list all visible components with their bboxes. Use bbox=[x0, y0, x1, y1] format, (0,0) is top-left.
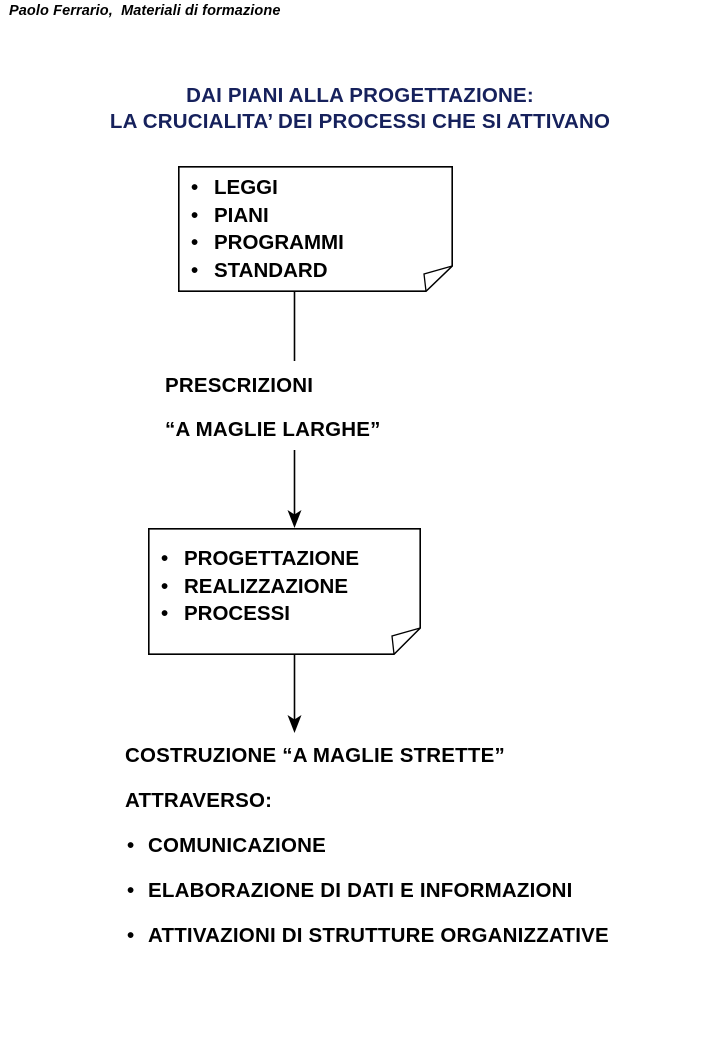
bullet-icon: • bbox=[161, 547, 169, 570]
outcome-bullet-list: • COMUNICAZIONE • ELABORAZIONE DI DATI E I… bbox=[125, 834, 705, 948]
list-item: • COMUNICAZIONE bbox=[125, 834, 705, 858]
bullet-icon: • bbox=[191, 258, 199, 282]
connector-arrowhead-2 bbox=[287, 510, 302, 528]
list-item: • PROGRAMMI bbox=[191, 229, 344, 257]
list-item: • PIANI bbox=[191, 202, 344, 230]
list-item: • ELABORAZIONE DI DATI E INFORMAZIONI bbox=[125, 879, 705, 903]
page-title: DAI PIANI ALLA PROGETTAZIONE: LA CRUCIAL… bbox=[0, 83, 720, 135]
list-item-label: REALIZZAZIONE bbox=[184, 574, 348, 598]
bullet-icon: • bbox=[127, 879, 135, 902]
list-item-label: ATTIVAZIONI DI STRUTTURE ORGANIZZATIVE bbox=[148, 924, 609, 947]
outcome-block: COSTRUZIONE “A MAGLIE STRETTE” ATTRAVERS… bbox=[125, 744, 705, 969]
bullet-icon: • bbox=[191, 176, 199, 199]
list-item: • PROGETTAZIONE bbox=[161, 545, 359, 573]
label-a-maglie-larghe: “A MAGLIE LARGHE” bbox=[165, 418, 381, 441]
bullet-icon: • bbox=[191, 231, 199, 254]
note-box-outline bbox=[148, 528, 421, 655]
list-item-label: PROGRAMMI bbox=[214, 231, 344, 254]
list-item: • ATTIVAZIONI DI STRUTTURE ORGANIZZATIVE bbox=[125, 924, 705, 948]
list-item-label: PIANI bbox=[214, 203, 269, 227]
list-item-label: PROCESSI bbox=[184, 602, 290, 625]
bullet-icon: • bbox=[161, 602, 169, 625]
page-title-line-1: DAI PIANI ALLA PROGETTAZIONE: bbox=[186, 84, 534, 107]
list-item-label: PROGETTAZIONE bbox=[184, 547, 360, 570]
connector-arrowhead-3 bbox=[287, 715, 302, 733]
document-header: Paolo Ferrario, Materiali di formazione bbox=[9, 3, 281, 19]
bullet-icon: • bbox=[127, 924, 135, 947]
list-item-label: ELABORAZIONE DI DATI E INFORMAZIONI bbox=[148, 879, 573, 902]
note-box-leggi: • LEGGI • PIANI • PROGRAMMI • STANDARD bbox=[178, 166, 453, 292]
label-prescrizioni: PRESCRIZIONI bbox=[165, 374, 314, 397]
bullet-icon: • bbox=[161, 574, 169, 598]
outcome-line-attraverso: ATTRAVERSO: bbox=[125, 789, 273, 812]
outcome-line-costruzione: COSTRUZIONE “A MAGLIE STRETTE” bbox=[125, 744, 505, 767]
note-box-outline bbox=[178, 166, 453, 292]
list-item-label: COMUNICAZIONE bbox=[148, 834, 326, 857]
page-title-line-2: LA CRUCIALITA’ DEI PROCESSI CHE SI ATTIV… bbox=[109, 110, 611, 133]
bullet-icon: • bbox=[191, 203, 199, 227]
list-item: • PROCESSI bbox=[161, 600, 359, 628]
note-box-progettazione-list: • PROGETTAZIONE • REALIZZAZIONE • PROCESSI bbox=[161, 545, 359, 628]
list-item: • LEGGI bbox=[191, 174, 344, 202]
bullet-icon: • bbox=[127, 834, 135, 857]
list-item: • REALIZZAZIONE bbox=[161, 573, 359, 601]
list-item-label: LEGGI bbox=[214, 176, 278, 199]
note-box-leggi-list: • LEGGI • PIANI • PROGRAMMI • STANDARD bbox=[191, 174, 344, 284]
list-item-label: STANDARD bbox=[214, 258, 328, 282]
note-box-progettazione: • PROGETTAZIONE • REALIZZAZIONE • PROCESSI bbox=[148, 528, 421, 655]
list-item: • STANDARD bbox=[191, 257, 344, 285]
